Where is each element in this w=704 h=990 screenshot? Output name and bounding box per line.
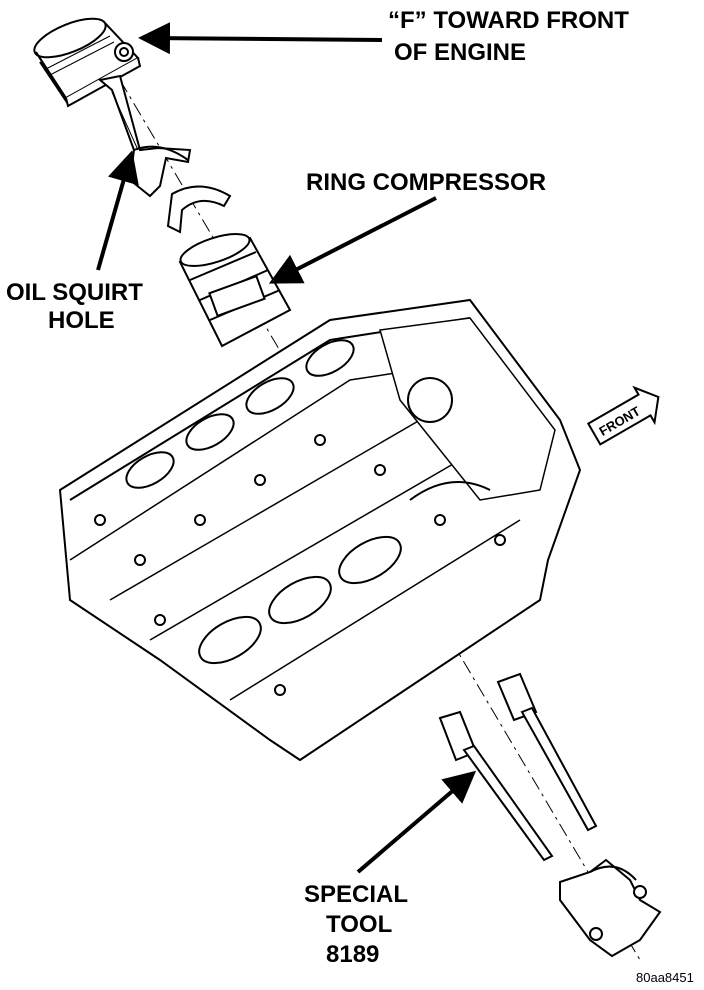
bearing-shell-upper: [166, 185, 232, 234]
connecting-rod: [97, 74, 192, 198]
label-front-of-engine-2: OF ENGINE: [394, 39, 526, 66]
label-oil-squirt-2: HOLE: [48, 307, 115, 334]
rod-cap: [559, 858, 662, 958]
label-ring-compressor: RING COMPRESSOR: [306, 169, 546, 196]
figure-id: 80aa8451: [636, 970, 694, 985]
special-tool-8189: [438, 672, 598, 862]
leader-oil-squirt: [96, 150, 139, 271]
label-special-tool-3: 8189: [326, 941, 379, 968]
assembly-centerline: [119, 79, 641, 961]
label-oil-squirt-1: OIL SQUIRT: [6, 279, 143, 306]
leader-ring-compressor: [268, 196, 437, 284]
engine-block: [58, 298, 582, 762]
leader-special-tool: [356, 770, 477, 874]
ring-compressor-tool: [178, 233, 292, 348]
leader-front-of-engine: [138, 22, 383, 55]
piston: [33, 17, 142, 108]
front-arrow-badge: FRONT: [586, 385, 660, 446]
label-special-tool-2: TOOL: [326, 911, 392, 938]
label-front-of-engine-1: “F” TOWARD FRONT: [388, 7, 629, 34]
label-special-tool-1: SPECIAL: [304, 881, 408, 908]
